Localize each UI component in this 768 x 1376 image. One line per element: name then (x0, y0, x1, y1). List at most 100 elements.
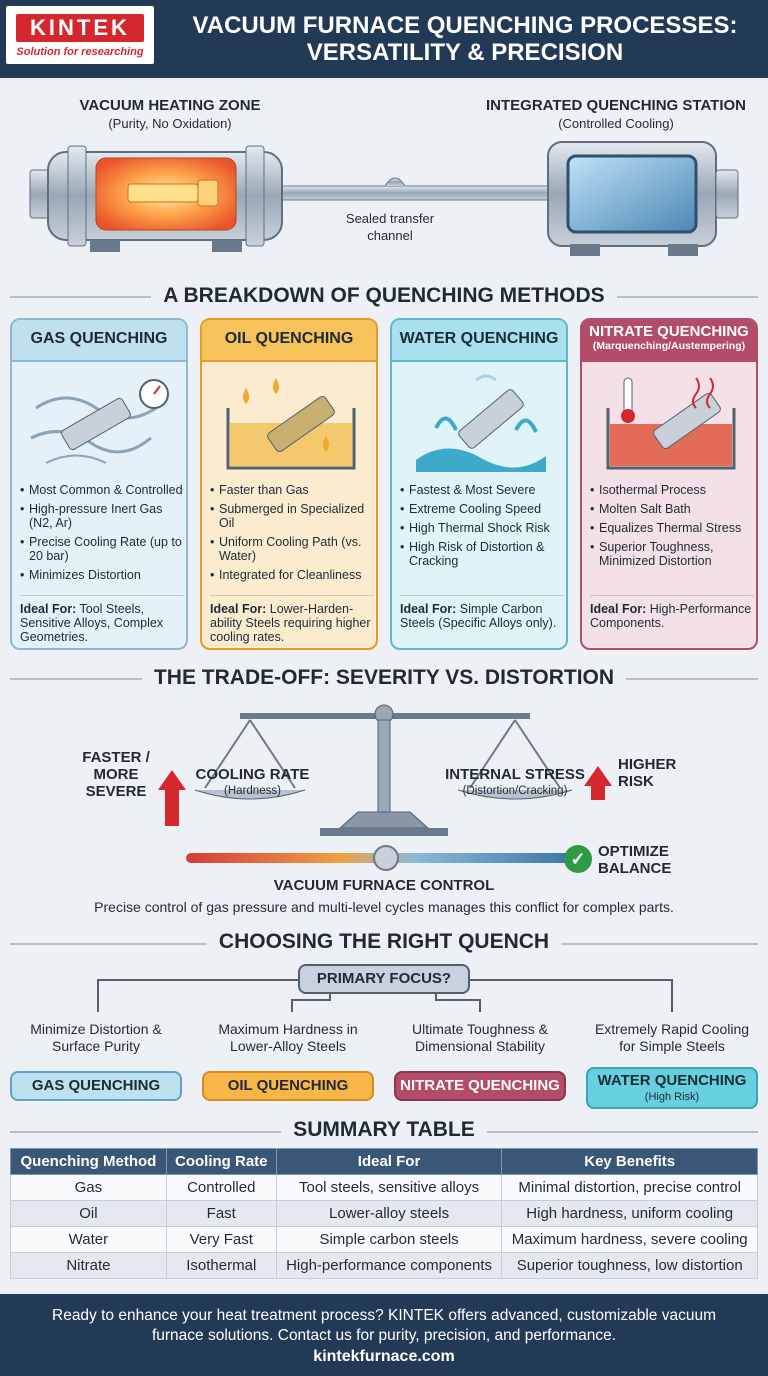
heating-zone-subtitle: (Purity, No Oxidation) (108, 116, 232, 131)
oil-bullet: Uniform Cooling Path (vs. Water) (210, 535, 374, 563)
gas-bullet: Most Common & Controlled (20, 483, 184, 497)
ideal-label: Ideal For: (400, 602, 457, 616)
gas-card-bullets: Most Common & Controlled High-pressure I… (20, 483, 184, 587)
kintek-logo[interactable]: KINTEK Solution for researching (6, 6, 154, 64)
water-card-title: WATER QUENCHING (392, 320, 566, 362)
optimize-balance-label: OPTIMIZE BALANCE (598, 843, 672, 877)
salt-bath-icon (606, 377, 736, 470)
nitrate-card-title: NITRATE QUENCHING (589, 323, 749, 340)
transfer-channel-label: Sealed transfer channel (330, 210, 450, 244)
water-bullet: Extreme Cooling Speed (400, 502, 564, 516)
nitrate-bullet: Isothermal Process (590, 483, 754, 497)
water-button-label: WATER QUENCHING (597, 1072, 747, 1089)
nitrate-bullet: Superior Toughness, Minimized Distortion (590, 540, 754, 568)
vacuum-control-text: Precise control of gas pressure and mult… (94, 899, 674, 915)
ideal-text: Simple Carbon Steels (Specific Alloys on… (400, 602, 557, 630)
table-cell: Lower-alloy steels (275, 1200, 503, 1227)
logo-tagline: Solution for researching (16, 46, 144, 58)
ideal-label: Ideal For: (590, 602, 647, 616)
heating-zone-title: VACUUM HEATING ZONE (79, 97, 261, 114)
focus-option-gas: Minimize Distortion & Surface Purity (30, 1021, 162, 1054)
summary-table: Quenching Method Cooling Rate Ideal For … (10, 1148, 758, 1279)
table-row: Water Very Fast Simple carbon steels Max… (10, 1226, 758, 1253)
footer-url-link[interactable]: kintekfurnace.com (313, 1348, 455, 1365)
table-cell: High-performance components (275, 1252, 503, 1279)
table-cell: Gas (10, 1174, 167, 1201)
table-header-cell: Key Benefits (501, 1148, 758, 1175)
water-bullet: High Thermal Shock Risk (400, 521, 564, 535)
table-row: Nitrate Isothermal High-performance comp… (10, 1252, 758, 1279)
water-card-bullets: Fastest & Most Severe Extreme Cooling Sp… (400, 483, 564, 573)
water-bullet: High Risk of Distortion & Cracking (400, 540, 564, 568)
table-cell: Water (10, 1226, 167, 1253)
choose-nitrate-button[interactable]: NITRATE QUENCHING (394, 1071, 566, 1101)
water-splash-icon (416, 374, 546, 472)
table-cell: Fast (165, 1200, 277, 1227)
table-cell: Superior toughness, low distortion (501, 1252, 758, 1279)
table-cell: Tool steels, sensitive alloys (275, 1174, 503, 1201)
balance-scale (158, 704, 612, 836)
table-cell: Oil (10, 1200, 167, 1227)
table-cell: Nitrate (10, 1252, 167, 1279)
nitrate-ideal-for: Ideal For: High-Performance Components. (590, 595, 754, 630)
ideal-text: High-Performance Components. (590, 602, 752, 630)
gas-bullet: High-pressure Inert Gas (N2, Ar) (20, 502, 184, 530)
tradeoff-section-heading: THE TRADE-OFF: SEVERITY VS. DISTORTION (0, 666, 768, 690)
ideal-label: Ideal For: (210, 602, 267, 616)
primary-focus-node: PRIMARY FOCUS? (298, 964, 470, 994)
water-button-note: (High Risk) (644, 1091, 700, 1103)
table-header-row: Quenching Method Cooling Rate Ideal For … (10, 1148, 758, 1175)
focus-option-oil: Maximum Hardness in Lower-Alloy Steels (218, 1021, 358, 1054)
table-header-cell: Cooling Rate (165, 1148, 277, 1175)
table-cell: Minimal distortion, precise control (501, 1174, 758, 1201)
choosing-section-heading: CHOOSING THE RIGHT QUENCH (0, 930, 768, 956)
nitrate-bullet: Equalizes Thermal Stress (590, 521, 754, 535)
oil-bullet: Submerged in Specialized Oil (210, 502, 374, 530)
water-bullet: Fastest & Most Severe (400, 483, 564, 497)
table-cell: Isothermal (165, 1252, 277, 1279)
choose-water-button[interactable]: WATER QUENCHING (High Risk) (586, 1067, 758, 1109)
oil-quenching-card: OIL QUENCHING Faster than Gas Submerged … (200, 318, 378, 650)
nitrate-card-header: NITRATE QUENCHING (Marquenching/Austempe… (582, 320, 756, 362)
gas-card-title: GAS QUENCHING (12, 320, 186, 362)
oil-card-bullets: Faster than Gas Submerged in Specialized… (210, 483, 374, 587)
nitrate-bullet: Molten Salt Bath (590, 502, 754, 516)
cooling-rate-label: COOLING RATE (195, 766, 310, 783)
table-cell: Controlled (165, 1174, 277, 1201)
table-cell: Very Fast (165, 1226, 277, 1253)
quench-station-title: INTEGRATED QUENCHING STATION (486, 97, 746, 114)
methods-section-heading: A BREAKDOWN OF QUENCHING METHODS (0, 284, 768, 308)
table-row: Gas Controlled Tool steels, sensitive al… (10, 1174, 758, 1201)
ideal-text: Lower-Harden-ability Steels requiring hi… (210, 602, 371, 644)
choose-gas-button[interactable]: GAS QUENCHING (10, 1071, 182, 1101)
table-cell: Simple carbon steels (275, 1226, 503, 1253)
gas-bullet: Precise Cooling Rate (up to 20 bar) (20, 535, 184, 563)
internal-stress-sub: (Distortion/Cracking) (462, 785, 568, 797)
furnace-diagram (29, 141, 739, 256)
internal-stress-label: INTERNAL STRESS (445, 766, 585, 783)
oil-bath-icon (226, 378, 356, 470)
oil-ideal-for: Ideal For: Lower-Harden-ability Steels r… (210, 595, 374, 644)
channel-label-line-1: Sealed transfer (345, 211, 435, 226)
focus-option-water: Extremely Rapid Cooling for Simple Steel… (594, 1021, 750, 1054)
focus-option-nitrate: Ultimate Toughness & Dimensional Stabili… (412, 1021, 548, 1054)
channel-label-line-2: channel (367, 228, 413, 243)
nitrate-card-bullets: Isothermal Process Molten Salt Bath Equa… (590, 483, 754, 573)
oil-card-title: OIL QUENCHING (202, 320, 376, 362)
water-ideal-for: Ideal For: Simple Carbon Steels (Specifi… (400, 595, 564, 630)
decision-tree-lines (97, 979, 673, 1012)
summary-section-heading: SUMMARY TABLE (0, 1118, 768, 1144)
table-cell: Maximum hardness, severe cooling (501, 1226, 758, 1253)
footer-banner: Ready to enhance your heat treatment pro… (0, 1294, 768, 1376)
nitrate-quenching-card: NITRATE QUENCHING (Marquenching/Austempe… (580, 318, 758, 650)
ideal-label: Ideal For: (20, 602, 77, 616)
check-icon: ✓ (564, 845, 592, 873)
footer-text: Ready to enhance your heat treatment pro… (52, 1307, 716, 1344)
summary-heading-text: SUMMARY TABLE (281, 1118, 487, 1141)
quench-station-subtitle: (Controlled Cooling) (558, 116, 674, 131)
choose-oil-button[interactable]: OIL QUENCHING (202, 1071, 374, 1101)
gas-ideal-for: Ideal For: Tool Steels, Sensitive Alloys… (20, 595, 184, 644)
choosing-heading-text: CHOOSING THE RIGHT QUENCH (206, 930, 562, 953)
control-slider-knob[interactable] (372, 845, 399, 871)
logo-brand: KINTEK (16, 14, 144, 42)
